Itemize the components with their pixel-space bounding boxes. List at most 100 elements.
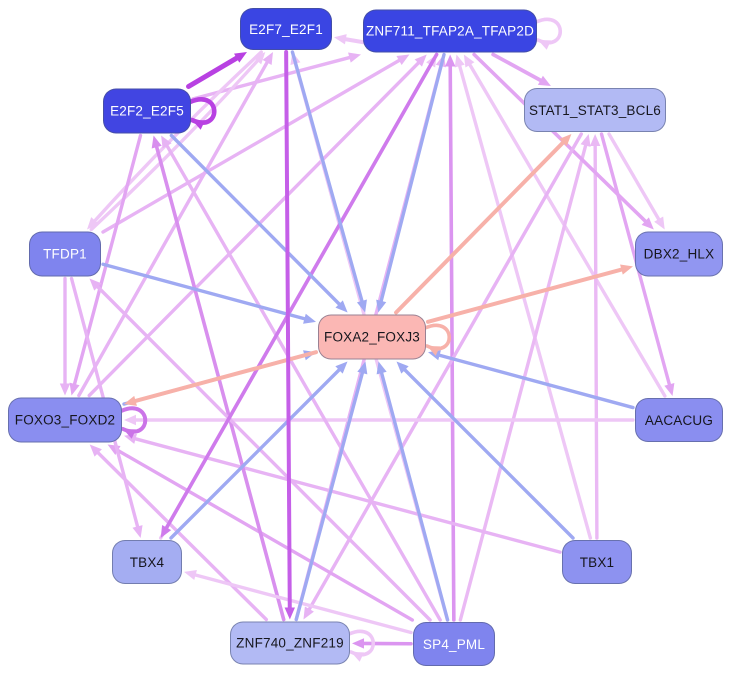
edge-FOXA2_FOXJ3-DBX2_HLX <box>426 266 627 324</box>
edge-arrowhead <box>396 54 410 66</box>
edge-arrowhead <box>123 429 137 439</box>
node-label: FOXA2_FOXJ3 <box>324 329 420 345</box>
edge-ZNF711_TFAP2A_TFAP2D-TBX4 <box>163 52 439 532</box>
edge-arrowhead <box>454 54 465 68</box>
node-label: SP4_PML <box>422 636 486 652</box>
node-e2f7-e2f1[interactable]: E2F7_E2F1 <box>240 8 332 50</box>
edge-arrowhead <box>87 217 99 230</box>
edge-arrowhead <box>161 135 172 149</box>
edge-arrowhead <box>284 607 295 620</box>
edge-AACACUG-FOXA2_FOXJ3 <box>434 352 635 410</box>
edge-arrowhead <box>352 638 365 649</box>
edge-FOXO3_FOXD2-E2F7_E2F1 <box>77 58 271 398</box>
edge-E2F2_E2F5-FOXA2_FOXJ3 <box>169 133 343 308</box>
node-label: E2F2_E2F5 <box>110 103 184 119</box>
edge-TBX1-STAT1_STAT3_BCL6 <box>593 141 599 540</box>
edge-ZNF711_TFAP2A_TFAP2D-ZNF711_TFAP2A_TFAP2D <box>534 17 562 45</box>
edge-TFDP1-E2F7_E2F1 <box>89 56 262 232</box>
edge-arrowhead <box>396 361 409 374</box>
edge-arrowhead <box>335 300 348 313</box>
node-znf740-znf219[interactable]: ZNF740_ZNF219 <box>230 621 350 665</box>
edge-FOXO3_FOXD2-ZNF711_TFAP2A_TFAP2D <box>87 59 423 398</box>
edge-arrowhead <box>124 414 136 426</box>
edge-arrowhead <box>234 52 248 63</box>
node-znf711-tfap2a-tfap2d[interactable]: ZNF711_TFAP2A_TFAP2D <box>363 9 537 53</box>
edge-arrowhead <box>538 40 552 50</box>
edge-arrowhead <box>262 52 273 66</box>
node-tbx1[interactable]: TBX1 <box>562 540 632 584</box>
edge-arrowhead <box>641 217 654 230</box>
node-label: STAT1_STAT3_BCL6 <box>529 102 661 118</box>
edge-SP4_PML-E2F2_E2F5 <box>163 141 442 622</box>
edge-STAT1_STAT3_BCL6-ZNF740_ZNF219 <box>306 132 583 614</box>
edge-E2F7_E2F1-ZNF740_ZNF219 <box>284 50 292 613</box>
node-e2f2-e2f5[interactable]: E2F2_E2F5 <box>103 88 191 134</box>
edge-E2F2_E2F5-E2F7_E2F1 <box>186 54 242 89</box>
edge-arrowhead <box>184 569 197 581</box>
edge-arrowhead <box>559 134 572 147</box>
edge-arrowhead <box>589 134 601 147</box>
edge-arrowhead <box>124 433 137 444</box>
node-label: TBX4 <box>129 554 165 570</box>
edge-arrowhead <box>414 54 427 67</box>
edge-arrowhead <box>620 264 633 275</box>
node-label: E2F7_E2F1 <box>249 21 323 37</box>
node-label: DBX2_HLX <box>643 246 715 262</box>
edge-E2F7_E2F1-TFDP1 <box>91 50 264 225</box>
edge-FOXA2_FOXJ3-STAT1_STAT3_BCL6 <box>394 138 568 315</box>
edge-STAT1_STAT3_BCL6-DBX2_HLX <box>607 132 662 224</box>
edge-TBX4-FOXA2_FOXJ3 <box>169 366 343 540</box>
edge-arrowhead <box>303 606 314 620</box>
edge-E2F7_E2F1-FOXA2_FOXJ3 <box>290 50 365 306</box>
node-sp4-pml[interactable]: SP4_PML <box>413 622 495 666</box>
edge-arrowhead <box>69 382 80 396</box>
edge-ZNF740_ZNF219-FOXA2_FOXJ3 <box>294 368 365 622</box>
edge-arrowhead <box>537 75 551 86</box>
edge-arrowhead <box>348 52 361 63</box>
edge-arrowhead <box>664 383 675 396</box>
edge-arrowhead <box>376 361 387 375</box>
edge-arrowhead <box>89 278 102 291</box>
node-stat1-stat3-bcl6[interactable]: STAT1_STAT3_BCL6 <box>524 88 666 132</box>
edge-SP4_PML-ZNF711_TFAP2A_TFAP2D <box>448 61 456 622</box>
edge-arrowhead <box>132 525 143 538</box>
edge-arrowhead <box>376 299 387 313</box>
edge-SP4_PML-TFDP1 <box>94 283 432 622</box>
node-label: ZNF711_TFAP2A_TFAP2D <box>365 23 535 39</box>
node-dbx2-hlx[interactable]: DBX2_HLX <box>635 231 723 277</box>
edge-arrowhead <box>428 350 441 361</box>
node-foxa2-foxj3[interactable]: FOXA2_FOXJ3 <box>318 314 426 360</box>
edge-E2F2_E2F5-FOXO3_FOXD2 <box>72 133 143 389</box>
edge-arrowhead <box>357 361 368 375</box>
edge-TFDP1-FOXA2_FOXJ3 <box>101 262 310 322</box>
node-label: AACACUG <box>644 412 714 428</box>
edge-ZNF711_TFAP2A_TFAP2D-STAT1_STAT3_BCL6 <box>491 52 545 84</box>
edge-arrowhead <box>160 525 172 538</box>
edge-arrowhead <box>192 120 206 130</box>
node-aacacug[interactable]: AACACUG <box>635 398 723 442</box>
node-label: FOXO3_FOXD2 <box>14 412 116 428</box>
edge-arrowhead <box>356 299 367 313</box>
edge-TBX1-FOXA2_FOXJ3 <box>401 366 575 540</box>
edge-arrowhead <box>351 652 365 662</box>
edge-arrowhead <box>580 134 591 147</box>
node-label: TFDP1 <box>43 246 87 262</box>
node-tfdp1[interactable]: TFDP1 <box>29 231 101 277</box>
node-foxo3-foxd2[interactable]: FOXO3_FOXD2 <box>8 397 122 443</box>
edge-arrowhead <box>427 346 441 356</box>
edge-arrowhead <box>151 135 162 149</box>
edge-ZNF740_ZNF219-FOXO3_FOXD2 <box>94 449 268 622</box>
edge-arrowhead <box>654 216 665 230</box>
edge-arrowhead <box>445 54 456 67</box>
edge-arrowhead <box>303 313 316 324</box>
edge-FOXA2_FOXJ3-FOXO3_FOXD2 <box>130 350 318 404</box>
node-label: ZNF740_ZNF219 <box>236 635 344 651</box>
edge-arrowhead <box>463 54 475 68</box>
edge-SP4_PML-FOXA2_FOXJ3 <box>379 368 450 622</box>
edge-arrowhead <box>253 52 266 65</box>
edge-ZNF711_TFAP2A_TFAP2D-FOXA2_FOXJ3 <box>378 52 446 306</box>
node-tbx4[interactable]: TBX4 <box>112 540 182 584</box>
edge-arrowhead <box>89 444 102 457</box>
